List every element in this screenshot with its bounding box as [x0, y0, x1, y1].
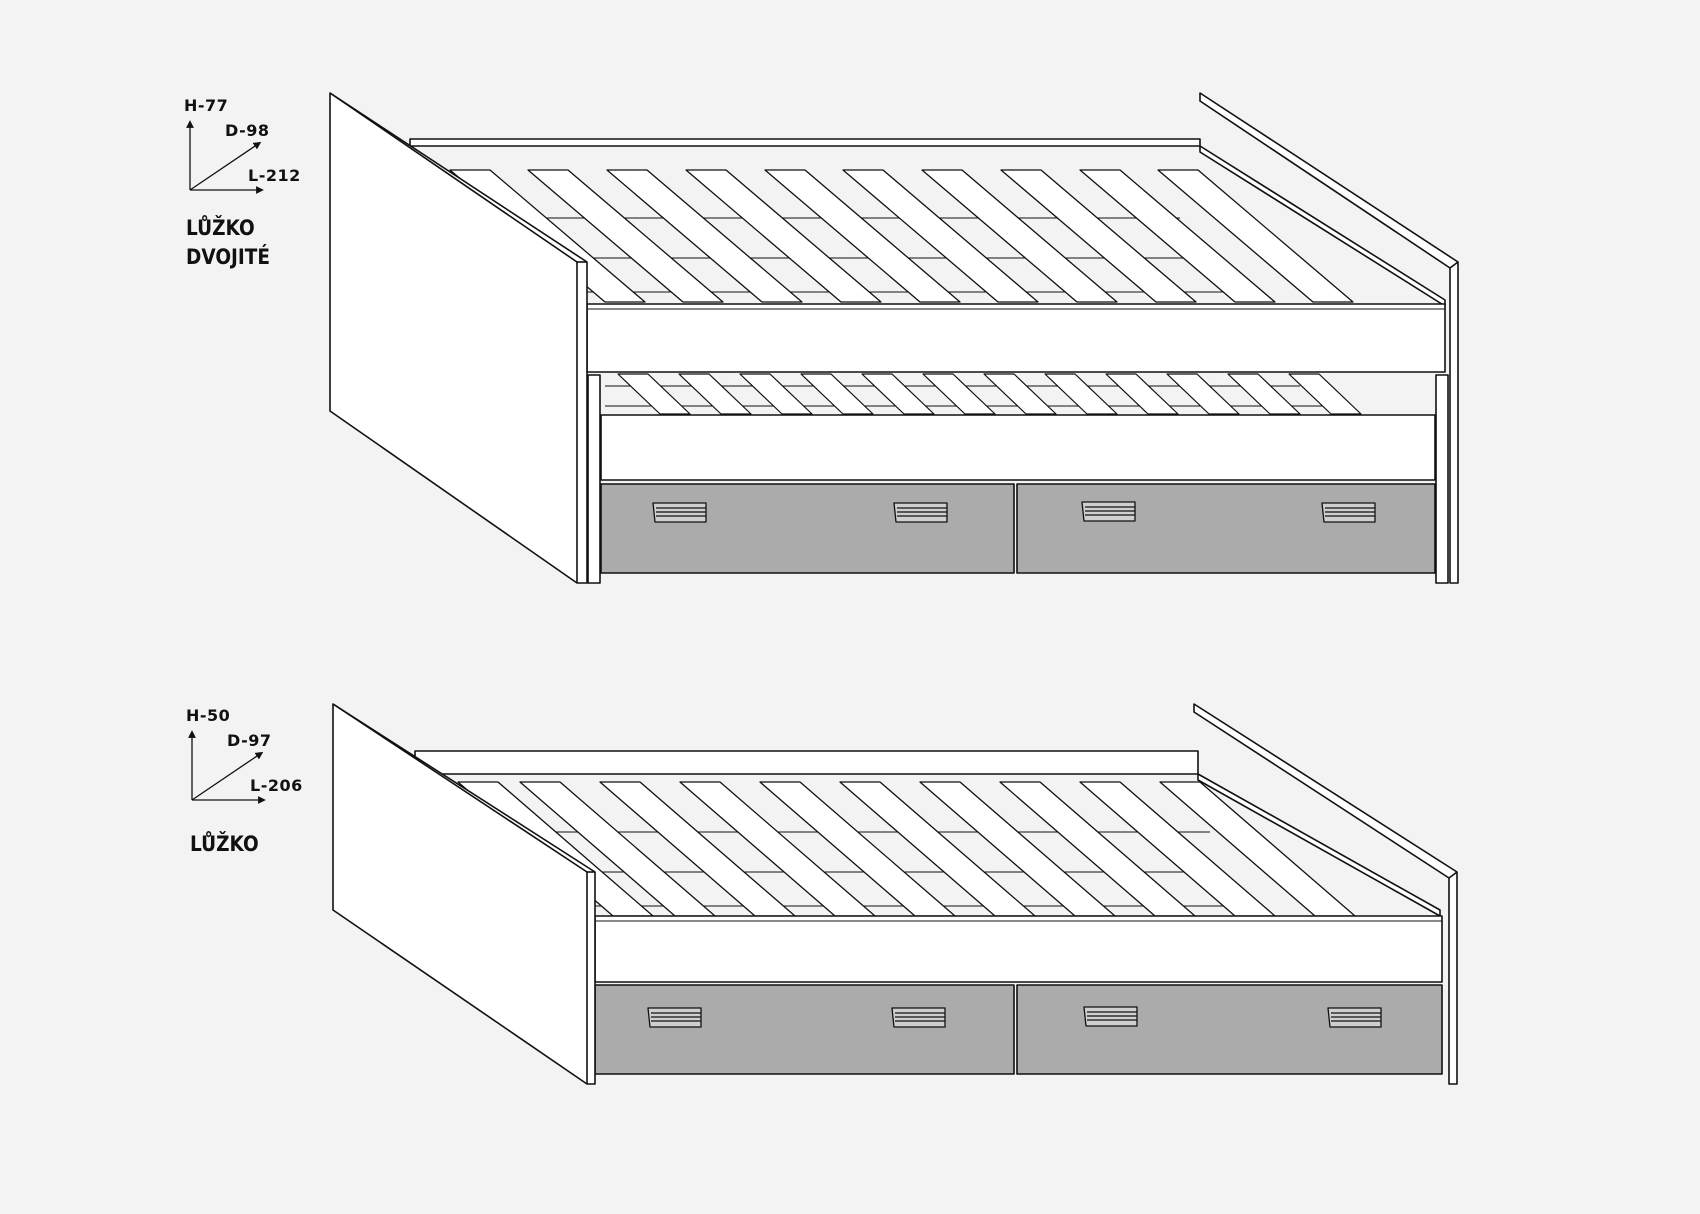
- drawer-handle-icon[interactable]: [893, 502, 948, 523]
- trundle-left-post: [587, 374, 601, 584]
- dimension-axes-icon: [186, 120, 264, 194]
- length-label: L-212: [248, 166, 301, 185]
- depth-label: D-97: [227, 731, 272, 750]
- drawer-handle-icon[interactable]: [1321, 502, 1376, 523]
- height-label: H-77: [184, 96, 229, 115]
- drawer-handle-icon[interactable]: [1081, 501, 1136, 522]
- upper-front-rail: [586, 303, 1446, 373]
- drawer-right[interactable]: [1016, 984, 1443, 1075]
- slat-icon: [983, 373, 1057, 415]
- height-label: H-50: [186, 706, 231, 725]
- drawer-handle-icon[interactable]: [652, 502, 707, 523]
- slat-icon: [842, 169, 1039, 303]
- slat-icon: [1079, 169, 1276, 303]
- dimension-axes-icon: [188, 730, 266, 804]
- double-bed-drawing: [0, 0, 1700, 604]
- front-rail: [594, 915, 1443, 983]
- slat-icon: [861, 373, 935, 415]
- drawer-right[interactable]: [1016, 483, 1436, 574]
- slat-icon: [606, 169, 803, 303]
- back-rail: [414, 750, 1199, 775]
- slat-icon: [800, 373, 874, 415]
- drawer-handle-icon[interactable]: [647, 1007, 702, 1028]
- depth-label: D-98: [225, 121, 270, 140]
- slat-icon: [685, 169, 882, 303]
- slat-icon: [527, 169, 724, 303]
- lower-slats: [605, 373, 1362, 415]
- slat-icon: [921, 169, 1118, 303]
- length-label: L-206: [250, 776, 303, 795]
- single-bed-figure: H-50 D-97 L-206 LŮŽKO: [0, 610, 1700, 1210]
- drawer-left[interactable]: [600, 483, 1015, 574]
- product-name-line1: LŮŽKO: [186, 216, 255, 240]
- slat-icon: [1044, 373, 1118, 415]
- product-name-line2: DVOJITÉ: [186, 245, 271, 269]
- single-bed-drawing: [0, 610, 1700, 1214]
- slat-icon: [1157, 169, 1354, 303]
- dimension-legend: H-50 D-97 L-206 LŮŽKO: [182, 704, 332, 944]
- slat-icon: [764, 169, 961, 303]
- slat-icon: [1288, 373, 1362, 415]
- product-name: LŮŽKO DVOJITÉ: [186, 214, 270, 272]
- drawer-handle-icon[interactable]: [891, 1007, 946, 1028]
- product-name: LŮŽKO: [190, 830, 259, 859]
- back-rail: [409, 138, 1201, 147]
- drawer-left[interactable]: [594, 984, 1015, 1075]
- left-headboard: [329, 92, 588, 584]
- drawer-handle-icon[interactable]: [1327, 1007, 1382, 1028]
- trundle-right-post: [1435, 374, 1449, 584]
- slat-icon: [1105, 373, 1179, 415]
- dimension-legend: H-77 D-98 L-212 LŮŽKO DVOJITÉ: [180, 92, 330, 332]
- trundle-front-rail: [600, 414, 1436, 481]
- slat-icon: [739, 373, 813, 415]
- product-name-line1: LŮŽKO: [190, 832, 259, 856]
- drawer-handle-icon[interactable]: [1083, 1006, 1138, 1027]
- slat-icon: [1227, 373, 1301, 415]
- double-bed-figure: H-77 D-98 L-212 LŮŽKO DVOJITÉ: [0, 0, 1700, 600]
- slat-icon: [617, 373, 691, 415]
- left-headboard: [332, 703, 596, 1085]
- slat-icon: [1166, 373, 1240, 415]
- slat-icon: [922, 373, 996, 415]
- slat-icon: [678, 373, 752, 415]
- slat-icon: [1000, 169, 1197, 303]
